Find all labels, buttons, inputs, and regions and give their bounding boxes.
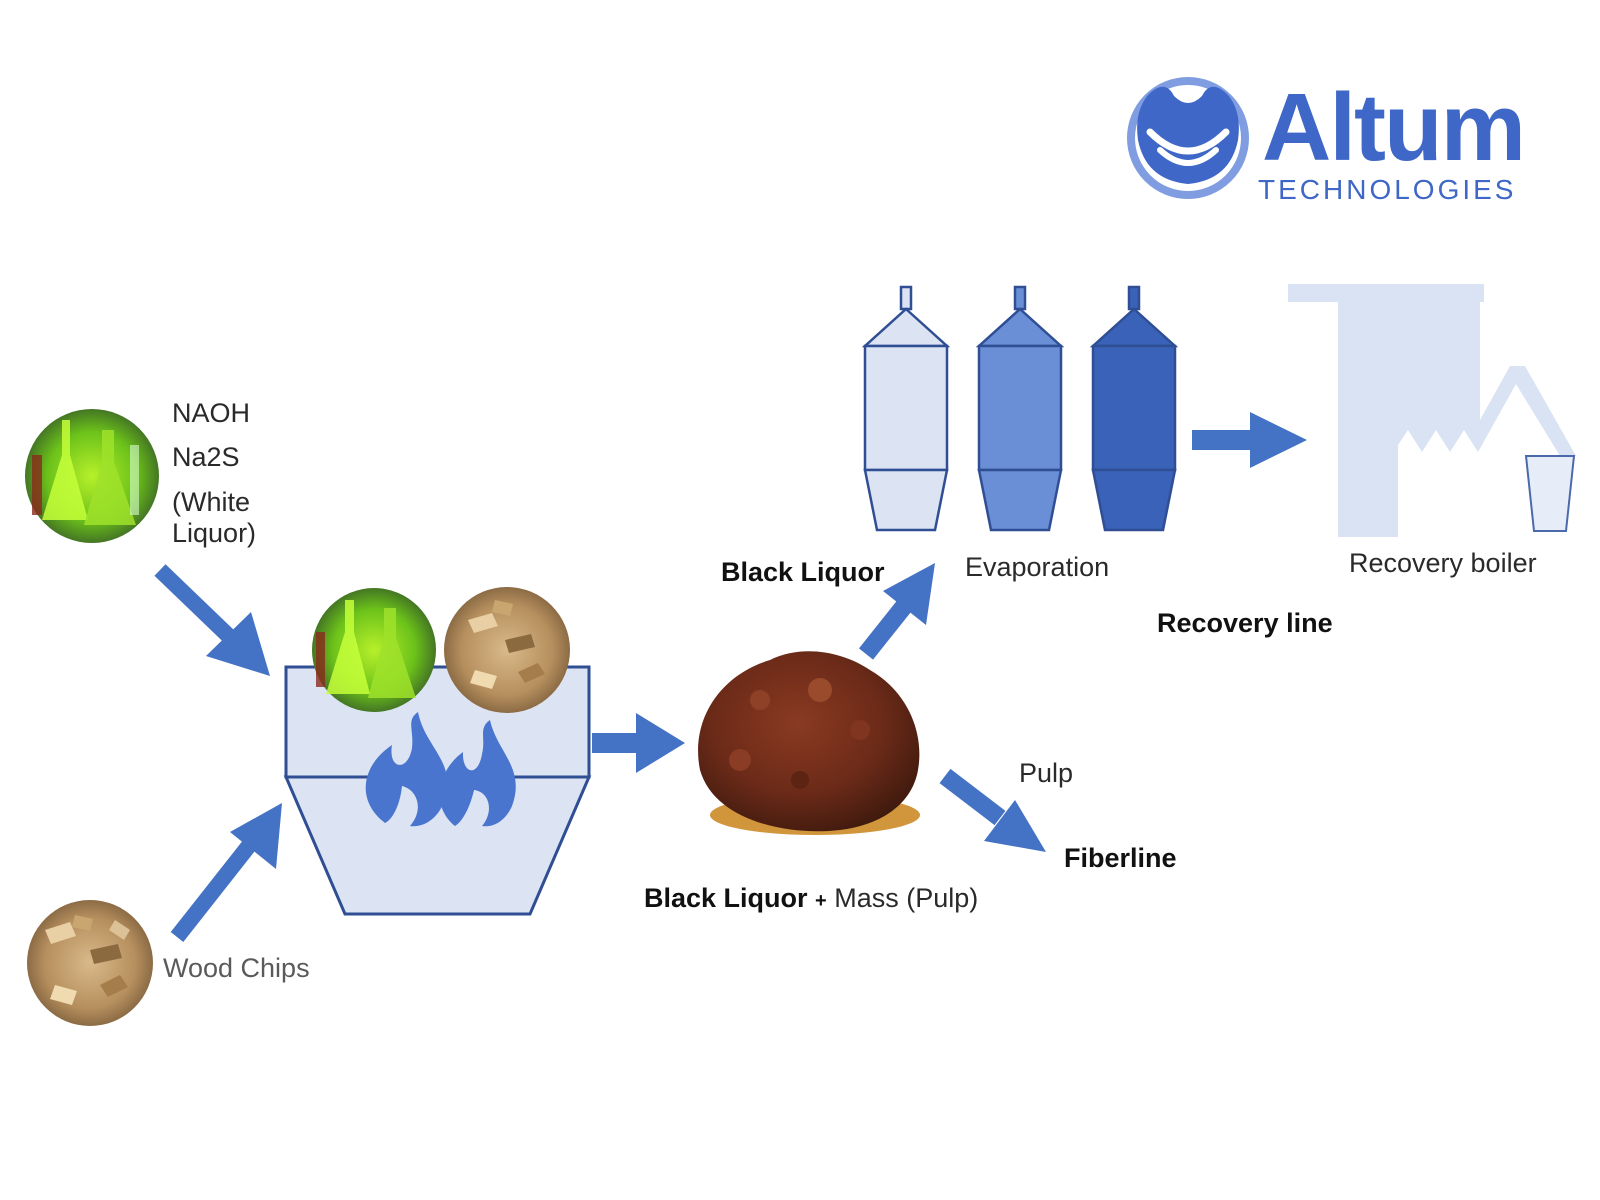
evaporation-label: Evaporation	[965, 552, 1110, 582]
arrow-icon	[170, 803, 282, 942]
black-liquor-mass-bold: Black Liquor	[644, 883, 808, 913]
arrow-icon	[592, 713, 685, 773]
recovery-line-label: Recovery line	[1157, 608, 1333, 638]
brand-name: Altum	[1262, 74, 1526, 181]
fiberline-label: Fiberline	[1064, 843, 1177, 873]
recovery-boiler-label: Recovery boiler	[1349, 548, 1537, 578]
chemical-flasks-icon	[25, 409, 159, 543]
wood-chips-icon	[444, 587, 570, 713]
recovery-boiler-icon	[1288, 284, 1576, 537]
chemical-label-na2s: Na2S	[172, 442, 240, 472]
arrow-icon	[858, 563, 935, 660]
pulp-mass-icon	[698, 651, 920, 835]
arrow-icon	[154, 564, 270, 676]
altum-logo-icon	[1127, 77, 1249, 199]
evaporator-tank-icon	[861, 285, 951, 532]
black-liquor-mass-label: Black Liquor + Mass (Pulp)	[644, 883, 978, 914]
chemical-label-liquor: Liquor)	[172, 518, 257, 548]
pulp-label: Pulp	[1019, 758, 1074, 788]
arrow-icon	[1192, 412, 1307, 468]
flame-icon	[365, 712, 516, 827]
chemical-flasks-icon	[312, 588, 436, 712]
brand-tagline: TECHNOLOGIES	[1258, 174, 1517, 205]
chemical-label-naoh: NAOH	[172, 398, 251, 428]
digester-vessel-icon	[283, 587, 592, 916]
wood-chips-label: Wood Chips	[163, 953, 310, 983]
black-liquor-label: Black Liquor	[721, 557, 885, 587]
evaporator-tank-icon	[975, 285, 1065, 532]
plus-sign: +	[815, 890, 827, 912]
arrow-icon	[939, 768, 1046, 852]
evaporator-tank-icon	[1089, 285, 1179, 532]
wood-chips-icon	[27, 900, 153, 1026]
mass-pulp-text: Mass (Pulp)	[834, 883, 979, 913]
chemical-label-white: (White	[172, 487, 251, 517]
